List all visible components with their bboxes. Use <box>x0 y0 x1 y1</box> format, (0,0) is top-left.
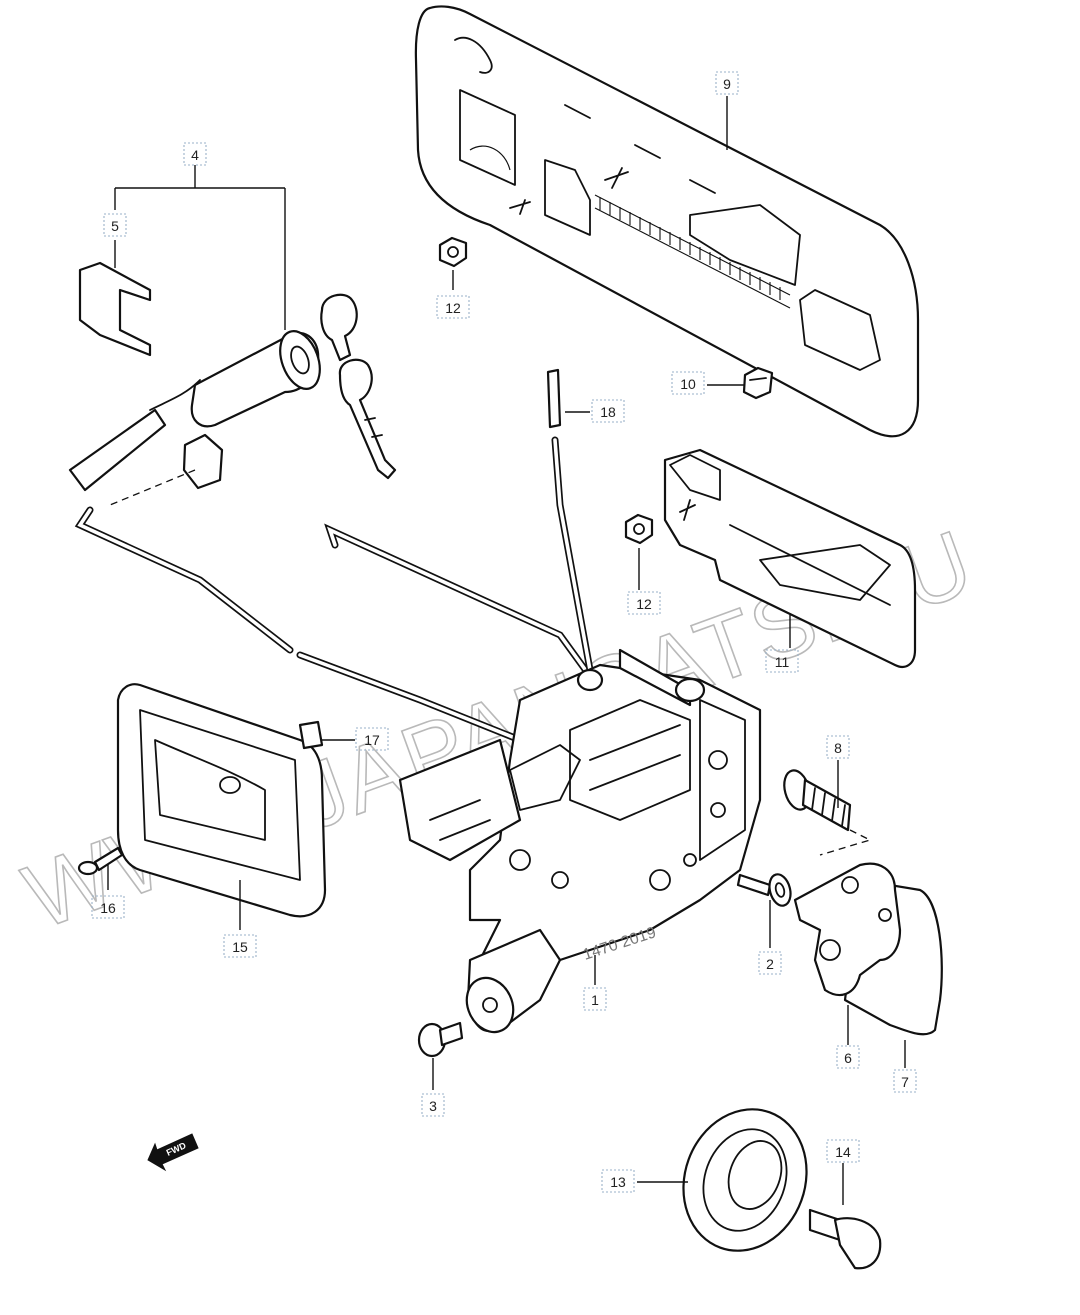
part-keys <box>320 293 397 480</box>
svg-text:17: 17 <box>364 732 380 748</box>
part-clip-17 <box>298 720 324 750</box>
svg-text:3: 3 <box>429 1098 437 1114</box>
svg-text:6: 6 <box>844 1050 852 1066</box>
part-inner-handle <box>663 448 917 668</box>
callout-4: 4 <box>183 142 207 166</box>
svg-text:11: 11 <box>775 654 790 670</box>
callout-9: 9 <box>715 71 739 95</box>
part-outer-handle-bezel <box>414 5 920 438</box>
svg-text:10: 10 <box>680 376 696 392</box>
callout-14: 14 <box>826 1139 860 1163</box>
svg-text:2: 2 <box>766 956 774 972</box>
callout-5: 5 <box>103 213 127 237</box>
leader-lines <box>107 96 906 1205</box>
callout-12-upper: 12 <box>436 295 470 319</box>
callout-12-lower: 12 <box>627 591 661 615</box>
callout-15: 15 <box>223 934 257 958</box>
svg-text:5: 5 <box>111 218 119 234</box>
guide-line-key-to-rod <box>109 469 196 506</box>
part-rod-18 <box>546 368 562 429</box>
part-striker-plate <box>793 862 943 1036</box>
part-bolt-14 <box>808 1208 882 1270</box>
part-bolt-8 <box>783 769 852 832</box>
callout-1: 1 <box>583 987 607 1011</box>
part-retainer-clip <box>78 261 152 357</box>
forward-direction-arrow-icon: FWD <box>147 1133 199 1172</box>
svg-text:4: 4 <box>191 147 199 163</box>
part-key-cylinder-assembly <box>68 261 397 492</box>
part-inner-bezel <box>116 683 327 918</box>
part-nut-upper <box>438 236 468 268</box>
callout-17: 17 <box>355 727 389 751</box>
svg-text:18: 18 <box>600 404 616 420</box>
part-screw-16 <box>77 846 124 876</box>
guide-line-bolt-to-striker <box>819 829 872 856</box>
part-screw-3 <box>417 1021 464 1058</box>
part-clip-10 <box>742 366 774 400</box>
callout-16: 16 <box>91 895 125 919</box>
callout-13: 13 <box>601 1169 635 1193</box>
callout-6: 6 <box>836 1045 860 1069</box>
svg-text:8: 8 <box>834 740 842 756</box>
callout-7: 7 <box>893 1069 917 1093</box>
svg-text:14: 14 <box>835 1144 851 1160</box>
svg-text:1: 1 <box>591 992 599 1008</box>
part-screw-2 <box>736 873 792 907</box>
callout-11: 11 <box>765 649 799 673</box>
svg-text:13: 13 <box>610 1174 626 1190</box>
svg-text:9: 9 <box>723 76 731 92</box>
svg-text:7: 7 <box>901 1074 909 1090</box>
svg-text:12: 12 <box>445 300 461 316</box>
callout-10: 10 <box>671 371 705 395</box>
callout-8: 8 <box>826 735 850 759</box>
callout-18: 18 <box>591 399 625 423</box>
callout-2: 2 <box>758 951 782 975</box>
svg-text:15: 15 <box>232 939 248 955</box>
part-nut-lower <box>624 513 654 545</box>
linkage-rods <box>74 368 604 744</box>
part-grommet <box>682 1108 808 1252</box>
svg-text:16: 16 <box>100 900 116 916</box>
svg-text:12: 12 <box>636 596 652 612</box>
callout-3: 3 <box>421 1093 445 1117</box>
coil-spring <box>594 194 791 309</box>
